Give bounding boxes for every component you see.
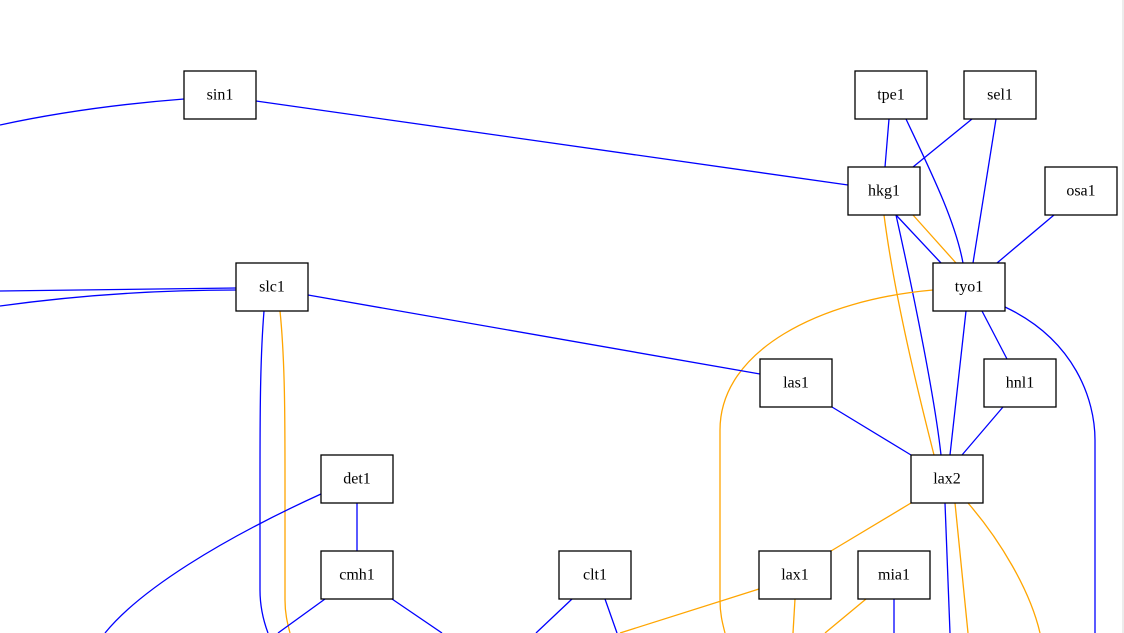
edge-hkg1-lax2-alt xyxy=(883,214,935,456)
node-det1[interactable]: det1 xyxy=(320,454,394,504)
edge-hkg1-lax2 xyxy=(895,214,942,456)
edge-tyo1-lax2 xyxy=(949,310,967,456)
edge-mia1-down-left xyxy=(824,598,867,633)
edge-tyo1-hnl1 xyxy=(981,310,1008,360)
node-label: sel1 xyxy=(987,87,1013,104)
edge-osa1-tyo1 xyxy=(996,214,1055,264)
edge-slc1-las1 xyxy=(307,294,761,375)
node-osa1[interactable]: osa1 xyxy=(1044,166,1118,216)
edge-offscreen-slc1-b xyxy=(0,289,237,307)
node-sin1[interactable]: sin1 xyxy=(183,70,257,120)
node-label: mia1 xyxy=(878,567,910,584)
node-label: hkg1 xyxy=(868,183,900,200)
edges xyxy=(0,98,1096,633)
edge-tyo1-offscreen-right xyxy=(1004,306,1096,633)
node-label: sin1 xyxy=(207,87,234,104)
node-label: las1 xyxy=(783,375,809,392)
node-hkg1[interactable]: hkg1 xyxy=(847,166,921,216)
node-las1[interactable]: las1 xyxy=(759,358,833,408)
node-clt1[interactable]: clt1 xyxy=(558,550,632,600)
node-lax2[interactable]: lax2 xyxy=(910,454,984,504)
edge-det1-offscreen xyxy=(104,493,322,633)
node-cmh1[interactable]: cmh1 xyxy=(320,550,394,600)
edge-hkg1-tyo1 xyxy=(895,214,942,264)
edge-sel1-tyo1 xyxy=(972,118,997,264)
node-label: cmh1 xyxy=(339,567,375,584)
edge-lax1-offscreen-left xyxy=(619,588,760,633)
node-label: det1 xyxy=(343,471,371,488)
node-tyo1[interactable]: tyo1 xyxy=(932,262,1006,312)
page-right-border xyxy=(1122,0,1124,633)
node-label: tpe1 xyxy=(877,87,905,104)
node-hnl1[interactable]: hnl1 xyxy=(983,358,1057,408)
edge-lax1-down xyxy=(792,598,796,633)
node-label: lax2 xyxy=(933,471,961,488)
edge-tpe1-tyo1 xyxy=(905,118,964,264)
node-label: lax1 xyxy=(781,567,809,584)
node-label: tyo1 xyxy=(955,279,983,296)
edge-sel1-hkg1 xyxy=(912,118,973,168)
edge-clt1-down-right xyxy=(604,598,618,633)
edge-lax2-lax1 xyxy=(830,502,912,552)
node-sel1[interactable]: sel1 xyxy=(963,70,1037,120)
nodes: sin1 tpe1 sel1 hkg1 osa1 slc1 tyo1 las1 … xyxy=(183,70,1118,600)
edge-hnl1-lax2 xyxy=(961,406,1004,456)
node-lax1[interactable]: lax1 xyxy=(758,550,832,600)
edge-lax2-down-alt xyxy=(954,502,969,633)
edge-clt1-down-left xyxy=(535,598,573,633)
edge-offscreen-slc1-a xyxy=(0,287,237,292)
edge-offscreen-sin1 xyxy=(0,98,185,126)
node-label: slc1 xyxy=(259,279,285,296)
node-label: hnl1 xyxy=(1006,375,1034,392)
edge-sin1-hkg1 xyxy=(255,100,849,186)
edge-las1-lax2 xyxy=(831,406,912,456)
node-label: osa1 xyxy=(1066,183,1095,200)
edge-slc1-down-alt xyxy=(279,310,291,633)
edge-tyo1-offscreen xyxy=(719,289,934,633)
node-label: clt1 xyxy=(583,567,607,584)
node-tpe1[interactable]: tpe1 xyxy=(854,70,928,120)
edge-cmh1-down-left xyxy=(277,598,326,633)
node-slc1[interactable]: slc1 xyxy=(235,262,309,312)
edge-slc1-down xyxy=(259,310,269,633)
edge-tpe1-hkg1 xyxy=(884,118,890,168)
edge-cmh1-down-right xyxy=(391,598,443,633)
edge-lax2-down-right xyxy=(967,502,1041,633)
node-mia1[interactable]: mia1 xyxy=(857,550,931,600)
edge-hkg1-tyo1-alt xyxy=(912,214,957,264)
edge-lax2-down xyxy=(944,502,951,633)
